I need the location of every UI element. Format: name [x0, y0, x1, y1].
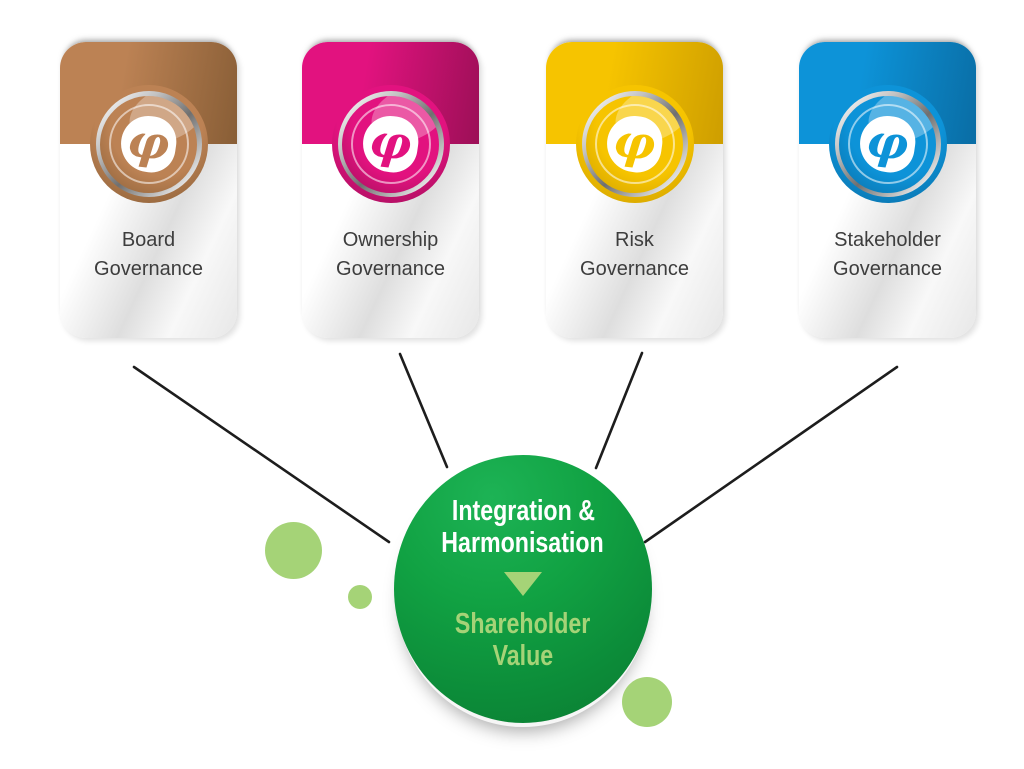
- card-title: Ownership Governance: [302, 226, 479, 284]
- card-title: Stakeholder Governance: [799, 226, 976, 284]
- decor-dot-large-left: [265, 522, 322, 579]
- card-title-line1: Board: [121, 229, 176, 251]
- card-color-band: [799, 42, 976, 144]
- card-title: Risk Governance: [546, 226, 723, 284]
- card-title-line1: Stakeholder: [834, 229, 941, 251]
- down-arrow-icon: [504, 572, 542, 596]
- card-ownership-governance: φ Ownership Governance: [302, 42, 479, 338]
- integration-label-line1: Integration &: [451, 495, 595, 527]
- decor-dot-small-left: [348, 585, 372, 609]
- card-title-line2: Governance: [580, 258, 689, 280]
- integration-label-line2: Harmonisation: [441, 527, 605, 559]
- connector-line-stakeholder: [643, 365, 899, 544]
- card-title: Board Governance: [60, 226, 237, 284]
- card-color-band: [60, 42, 237, 144]
- connector-line-risk: [594, 351, 644, 470]
- card-board-governance: φ Board Governance: [60, 42, 237, 338]
- card-title-line1: Risk: [615, 229, 654, 251]
- connector-line-ownership: [398, 352, 449, 469]
- card-stakeholder-governance: φ Stakeholder Governance: [799, 42, 976, 338]
- decor-dot-bottom-right: [622, 677, 672, 727]
- connector-line-board: [132, 365, 391, 544]
- shareholder-value-line1: Shareholder: [455, 608, 591, 640]
- card-color-band: [546, 42, 723, 144]
- card-title-line2: Governance: [94, 258, 203, 280]
- card-title-line2: Governance: [336, 258, 445, 280]
- card-color-band: [302, 42, 479, 144]
- card-title-line1: Ownership: [342, 229, 439, 251]
- integration-circle: Integration & Harmonisation Shareholder …: [394, 455, 652, 723]
- shareholder-value-line2: Value: [492, 640, 554, 672]
- card-risk-governance: φ Risk Governance: [546, 42, 723, 338]
- card-title-line2: Governance: [833, 258, 942, 280]
